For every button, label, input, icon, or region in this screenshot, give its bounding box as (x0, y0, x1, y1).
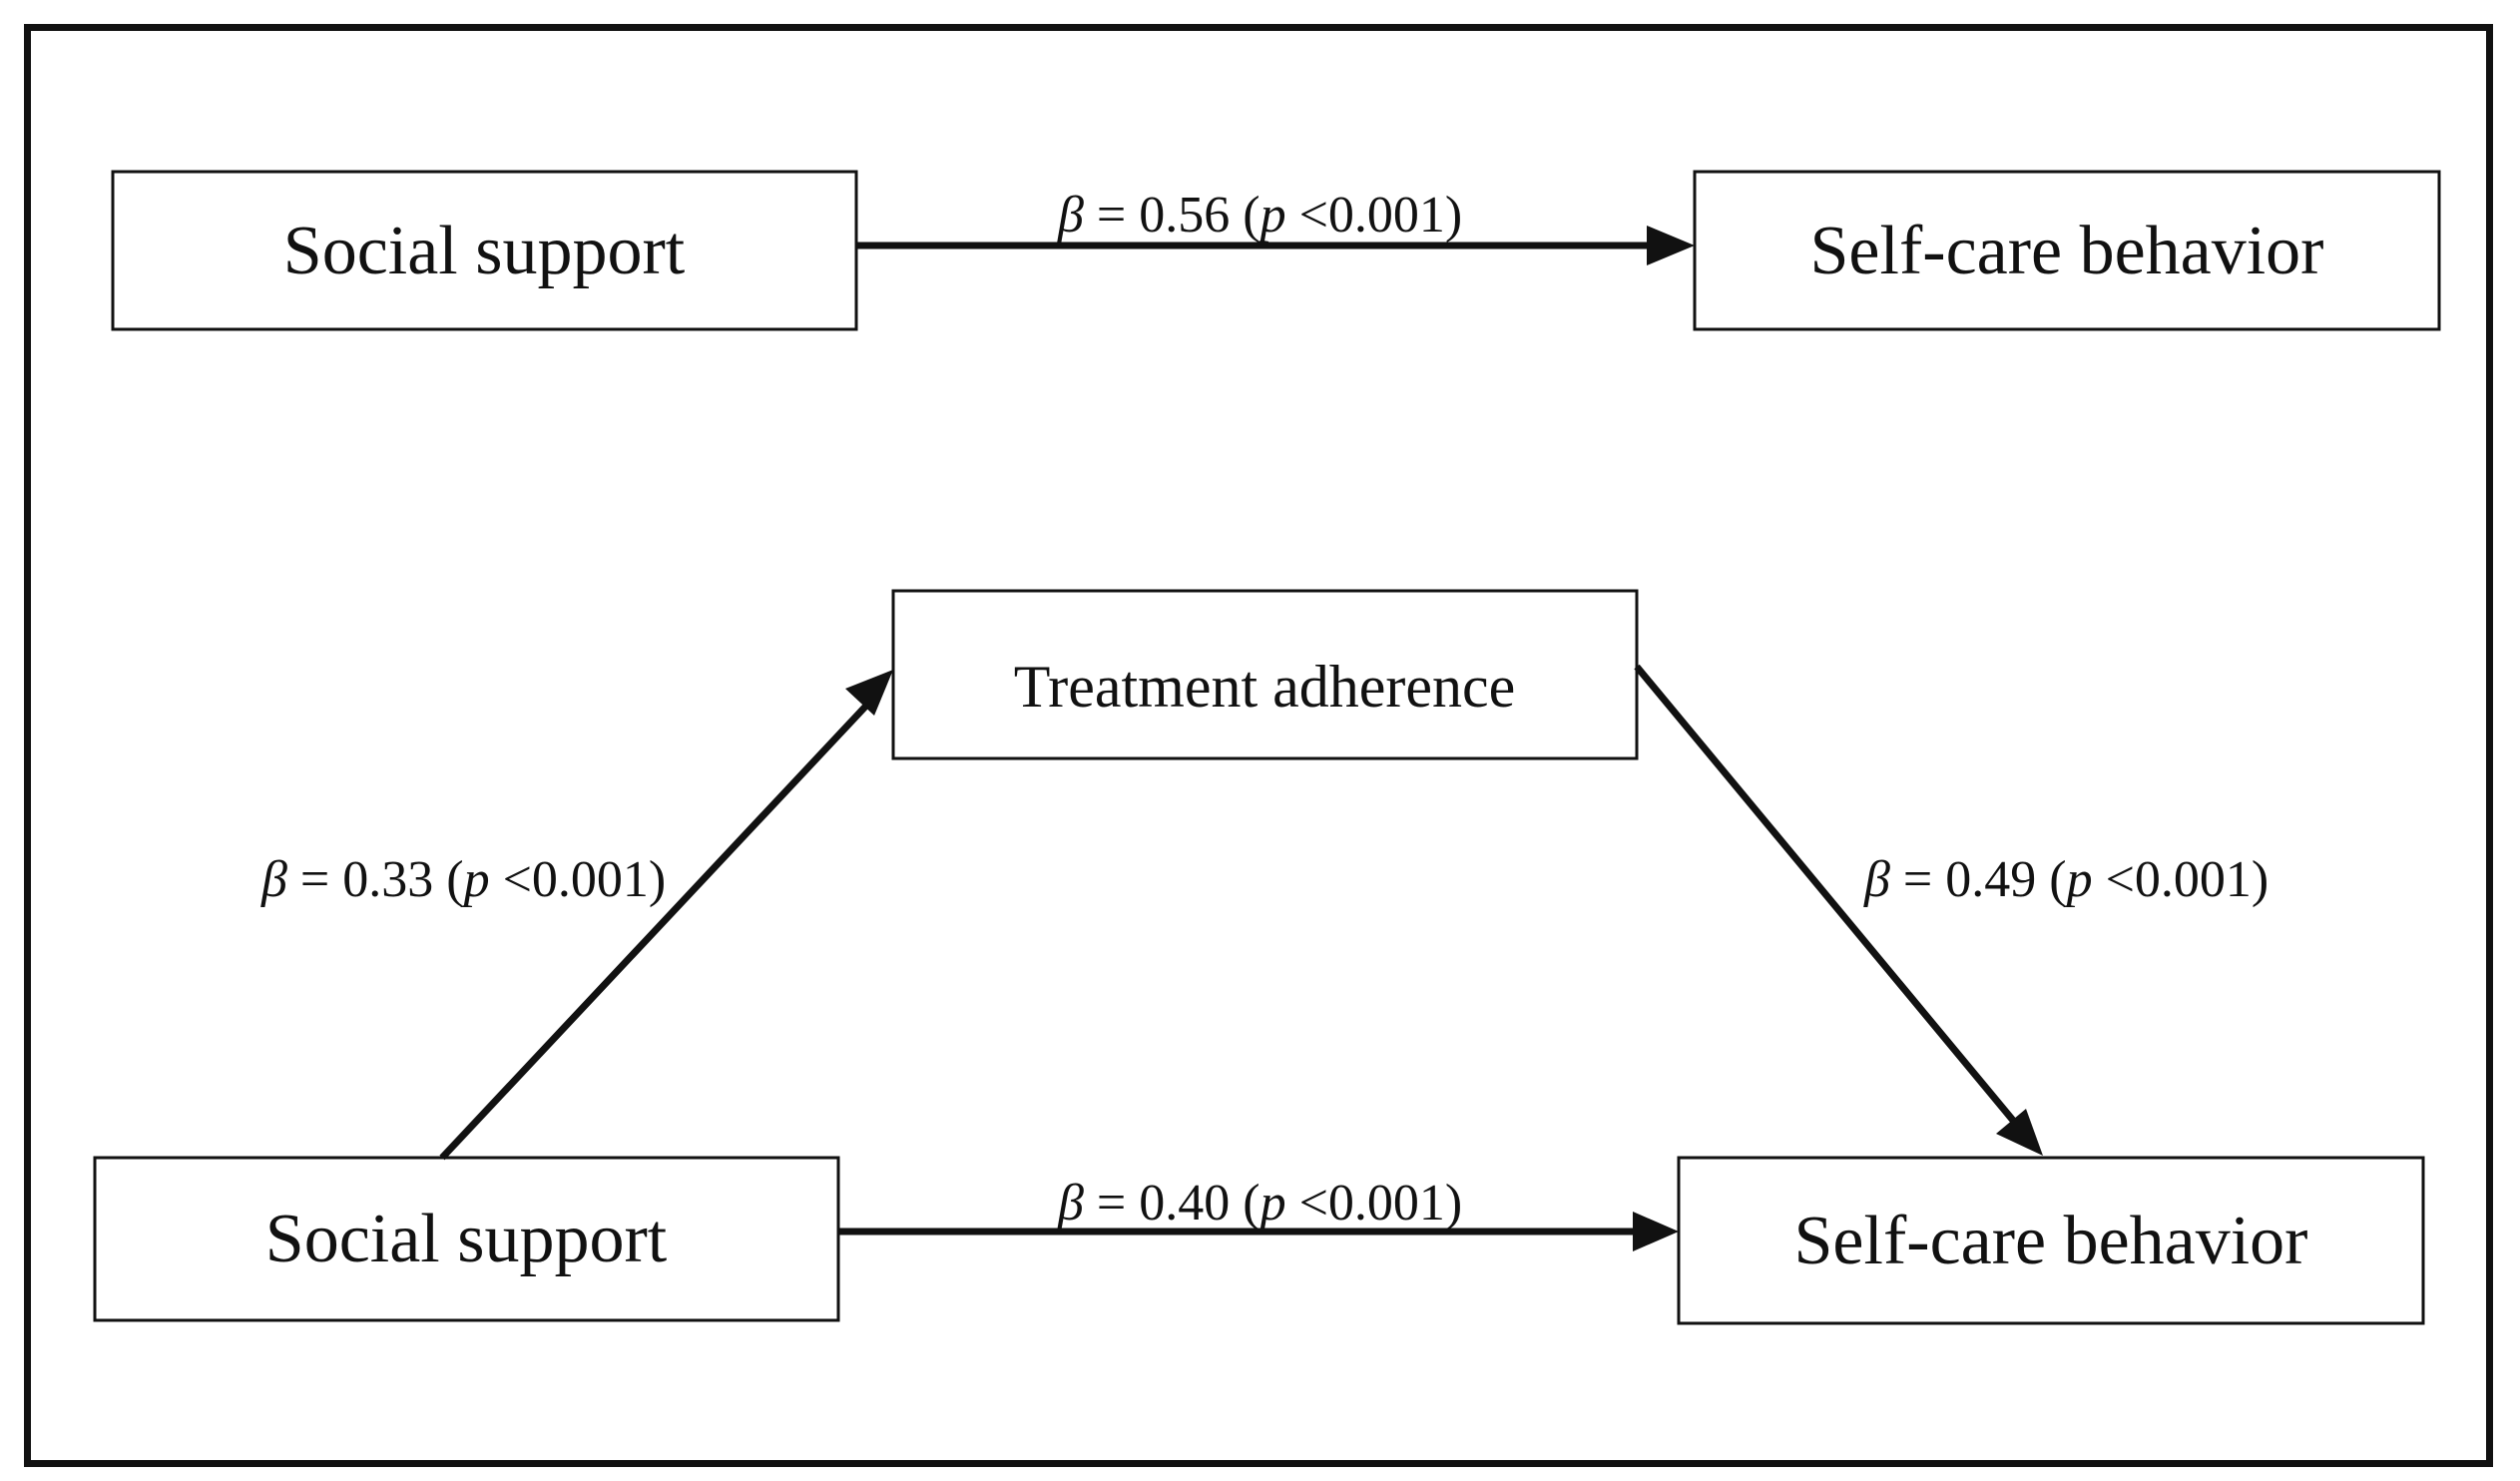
top-predictor-box (111, 170, 858, 331)
diagram-frame (24, 24, 2493, 1467)
bottom-outcome-label: Self-care behavior (1794, 1203, 2308, 1279)
path-b-label: β = 0.49 (p <0.001) (1863, 851, 2268, 908)
path-a-label: β = 0.33 (p <0.001) (260, 851, 666, 908)
top-predictor-label: Social support (283, 213, 686, 289)
path-a-arrow (439, 703, 869, 1161)
top-outcome-box (1693, 170, 2441, 331)
bottom-outcome-box (1677, 1156, 2425, 1325)
top-model: Social support Self-care behavior β = 0.… (111, 170, 2441, 331)
path-b-arrow (1634, 664, 2018, 1126)
bottom-predictor-label: Social support (265, 1201, 668, 1277)
path-c-prime-arrowhead (1633, 1212, 1679, 1251)
path-a-arrowhead (845, 670, 893, 716)
top-outcome-label: Self-care behavior (1810, 213, 2324, 289)
mediator-box (891, 589, 1639, 760)
path-c-prime-label: β = 0.40 (p <0.001) (1057, 1175, 1462, 1232)
top-total-effect-label: β = 0.56 (p <0.001) (1057, 187, 1462, 244)
mediation-model: Treatment adherence Social support Self-… (93, 589, 2425, 1325)
bottom-predictor-box (93, 1156, 840, 1322)
top-total-effect-arrowhead (1647, 226, 1695, 265)
path-b-arrowhead (1996, 1109, 2043, 1156)
mediator-label: Treatment adherence (1014, 654, 1516, 720)
